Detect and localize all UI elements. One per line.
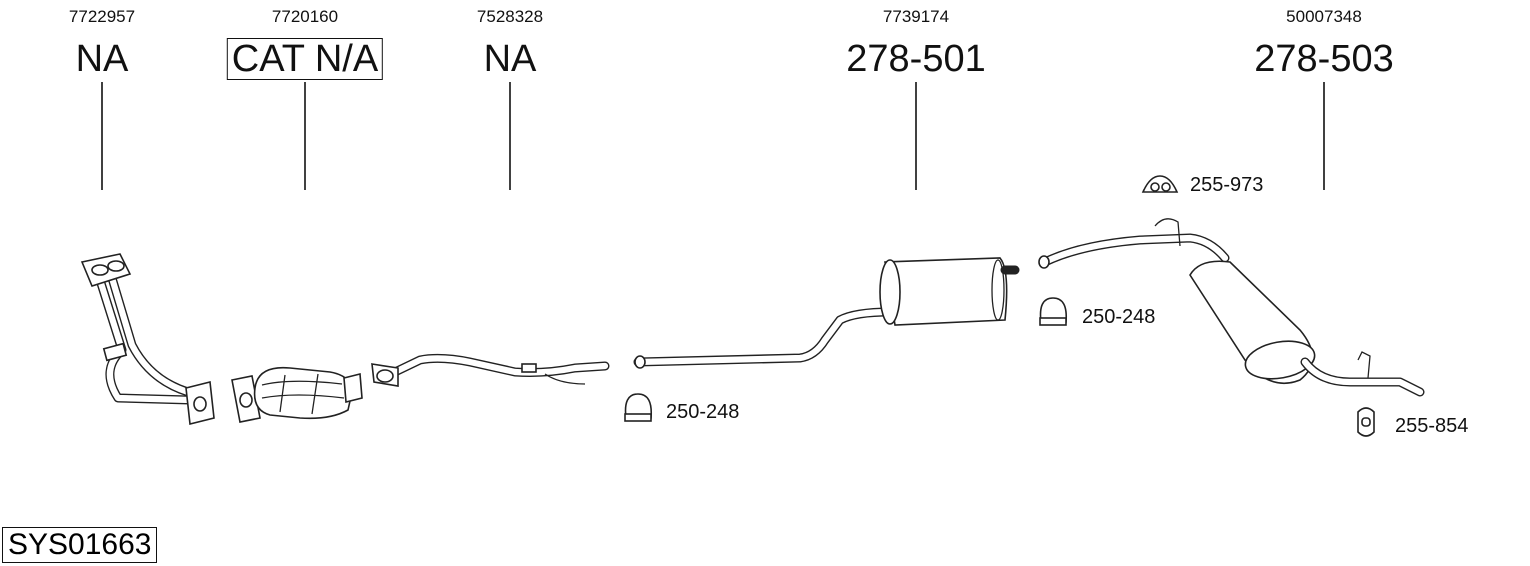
rear-silencer-drawing <box>1038 218 1425 397</box>
front-pipe-drawing <box>80 253 215 425</box>
pipe-clamp-icon <box>1039 297 1068 326</box>
part-label-3[interactable]: NA <box>483 38 537 80</box>
intermediate-pipe-drawing <box>371 353 610 387</box>
middle-silencer-drawing <box>633 257 1020 369</box>
accessory-label-ring[interactable]: 255-854 <box>1395 415 1469 437</box>
oe-number-part-4: 7739174 <box>882 7 950 26</box>
diagram-id: SYS01663 <box>2 527 158 563</box>
accessory-label-clamp-rear[interactable]: 250-248 <box>1082 306 1156 328</box>
catalytic-converter-drawing <box>231 366 363 423</box>
oe-number-part-1: 7722957 <box>68 7 136 26</box>
accessory-label-hanger[interactable]: 255-973 <box>1190 174 1264 196</box>
oe-number-part-3: 7528328 <box>476 7 544 26</box>
part-label-1[interactable]: NA <box>75 38 129 80</box>
part-label-4[interactable]: 278-501 <box>846 38 986 80</box>
rubber-hanger-icon <box>1141 175 1179 193</box>
oe-number-part-5: 50007348 <box>1286 7 1362 26</box>
part-label-5[interactable]: 278-503 <box>1254 38 1394 80</box>
rubber-ring-icon <box>1357 407 1375 437</box>
accessory-label-clamp-front[interactable]: 250-248 <box>666 401 740 423</box>
part-label-2[interactable]: CAT N/A <box>226 38 384 80</box>
oe-number-part-2: 7720160 <box>271 7 339 26</box>
pipe-clamp-icon <box>624 393 653 422</box>
